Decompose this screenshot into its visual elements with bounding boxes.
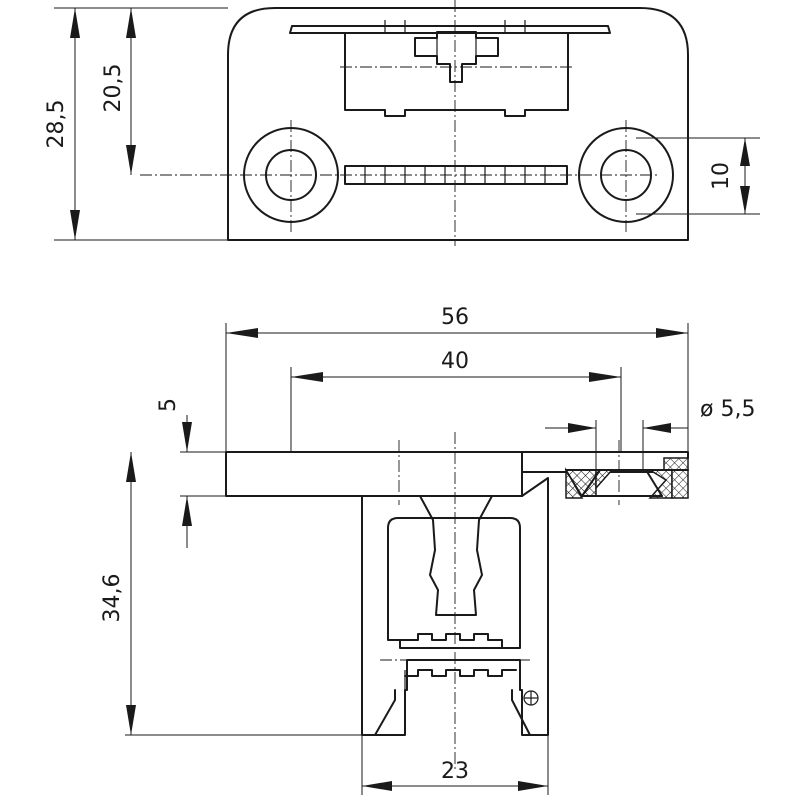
dim-10: 10 [709,138,750,214]
top-mechanism-box [344,32,569,117]
top-slot-bar [289,25,611,34]
dim-40: 40 [291,349,621,382]
dim-label-10: 10 [709,162,734,190]
dim-34-6: 34,6 [100,452,136,735]
dim-20-5: 20,5 [101,8,136,175]
top-mechanism-inner [384,20,526,33]
dim-label-56: 56 [441,305,469,330]
front-inner-frame [387,517,521,649]
dim-label-diameter-5-5: ø 5,5 [700,397,755,422]
top-plate-outline [227,7,689,241]
front-serration-bottom [404,669,517,677]
top-view: 28,5 20,5 10 [44,0,760,246]
dim-28-5: 28,5 [44,8,80,240]
top-latch [414,31,499,83]
dim-label-20-5: 20,5 [101,64,126,113]
dim-label-34-6: 34,6 [100,574,125,623]
dim-label-5: 5 [156,398,181,412]
dim-label-40: 40 [441,349,469,374]
front-latch-stem [419,495,493,616]
dim-diameter-5-5: ø 5,5 [545,397,755,433]
dim-label-23: 23 [441,759,469,784]
front-view: 56 40 5 ø 5,5 [100,305,755,795]
dim-5: 5 [156,398,192,548]
front-plate [225,451,523,497]
front-screw-mark [523,690,539,706]
front-serration-top [399,633,503,649]
dim-56: 56 [226,305,688,338]
front-hatched-section [564,457,689,499]
dim-23: 23 [362,759,548,791]
dim-label-28-5: 28,5 [44,100,69,149]
